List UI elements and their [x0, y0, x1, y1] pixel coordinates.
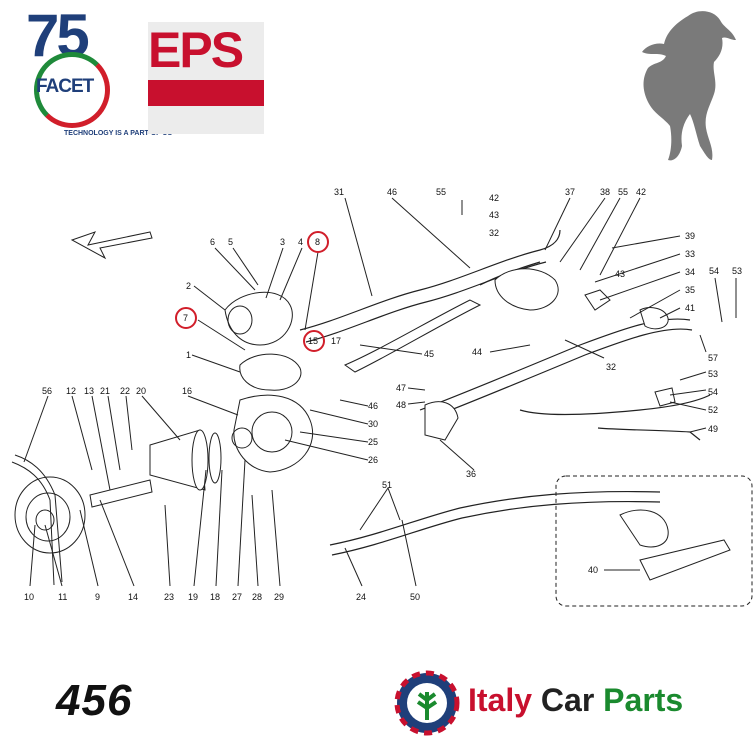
callout-number: 55	[618, 187, 628, 197]
callout-number: 45	[424, 349, 434, 359]
callout-number: 57	[708, 353, 718, 363]
callout-number: 53	[708, 369, 718, 379]
callout-number: 2	[186, 281, 191, 291]
callout-number: 25	[368, 437, 378, 447]
callout-number: 17	[331, 336, 341, 346]
gear-leaf-icon	[394, 670, 460, 736]
callout-number: 1	[186, 350, 191, 360]
callout-number: 39	[685, 231, 695, 241]
model-number: 456	[56, 676, 133, 725]
callout-number: 49	[708, 424, 718, 434]
callout-number: 52	[708, 405, 718, 415]
callout-number: 41	[685, 303, 695, 313]
callout-number: 7	[183, 313, 188, 323]
callout-number: 6	[210, 237, 215, 247]
callout-number: 12	[66, 386, 76, 396]
eps-wordmark: EPS	[148, 22, 244, 78]
callout-number: 33	[685, 249, 695, 259]
eps-logo: EPS	[148, 22, 264, 134]
prancing-horse-icon	[642, 11, 736, 161]
callout-labels: 31 46 55 42 43 32 37 38 55 42 39 33 34 3…	[24, 187, 742, 602]
callout-number: 36	[466, 469, 476, 479]
callout-number: 3	[280, 237, 285, 247]
callout-number: 31	[334, 187, 344, 197]
callout-number: 43	[489, 210, 499, 220]
callout-number: 54	[709, 266, 719, 276]
callout-number: 11	[58, 592, 67, 602]
facet-ring	[34, 52, 110, 128]
callout-number: 18	[210, 592, 220, 602]
callout-number: 8	[315, 237, 320, 247]
callout-number: 19	[188, 592, 198, 602]
callout-number: 10	[24, 592, 34, 602]
callout-number: 48	[396, 400, 406, 410]
callout-number: 43	[615, 269, 625, 279]
callout-number: 23	[164, 592, 174, 602]
facet-wordmark: FACET	[36, 76, 94, 97]
callout-number: 38	[600, 187, 610, 197]
callout-number: 28	[252, 592, 262, 602]
callout-number: 44	[472, 347, 482, 357]
callout-number: 13	[84, 386, 94, 396]
callout-number: 34	[685, 267, 695, 277]
direction-arrow-icon	[70, 231, 153, 260]
callout-number: 29	[274, 592, 284, 602]
callout-number: 26	[368, 455, 378, 465]
brand-word-car: Car	[540, 682, 595, 718]
callout-number: 21	[100, 386, 110, 396]
callout-number: 4	[298, 237, 303, 247]
callout-number: 22	[120, 386, 130, 396]
callout-number: 54	[708, 387, 718, 397]
callout-number: 42	[636, 187, 646, 197]
callout-number: 55	[436, 187, 446, 197]
callout-number: 30	[368, 419, 378, 429]
callout-number: 56	[42, 386, 52, 396]
callout-number: 53	[732, 266, 742, 276]
highlight-ring-8	[307, 231, 329, 253]
callout-number: 9	[95, 592, 100, 602]
callout-number: 46	[368, 401, 378, 411]
highlight-ring-7	[175, 307, 197, 329]
callout-number: 50	[410, 592, 420, 602]
callout-number: 15	[308, 336, 318, 346]
callout-number: 24	[356, 592, 366, 602]
callout-number: 14	[128, 592, 138, 602]
brand-word-italy: Italy	[468, 682, 533, 718]
callout-number: 27	[232, 592, 242, 602]
facet-tagline: TECHNOLOGY IS A PART OF US	[64, 130, 173, 137]
callout-number: 35	[685, 285, 695, 295]
callout-number: 46	[387, 187, 397, 197]
callout-number: 16	[182, 386, 192, 396]
callout-number: 42	[489, 193, 499, 203]
callout-number: 32	[489, 228, 499, 238]
brand-name: Italy Car Parts	[468, 682, 683, 719]
callout-number: 40	[588, 565, 598, 575]
brand-word-parts: Parts	[603, 682, 684, 718]
facet-75-logo: 75 FACET TECHNOLOGY IS A PART OF US	[8, 6, 172, 142]
callout-number: 37	[565, 187, 575, 197]
eps-red-band	[148, 80, 264, 106]
callout-number: 20	[136, 386, 146, 396]
callout-number: 51	[382, 480, 392, 490]
highlight-ring-15	[303, 330, 325, 352]
callout-number: 47	[396, 383, 406, 393]
callout-number: 5	[228, 237, 233, 247]
callout-number: 32	[606, 362, 616, 372]
